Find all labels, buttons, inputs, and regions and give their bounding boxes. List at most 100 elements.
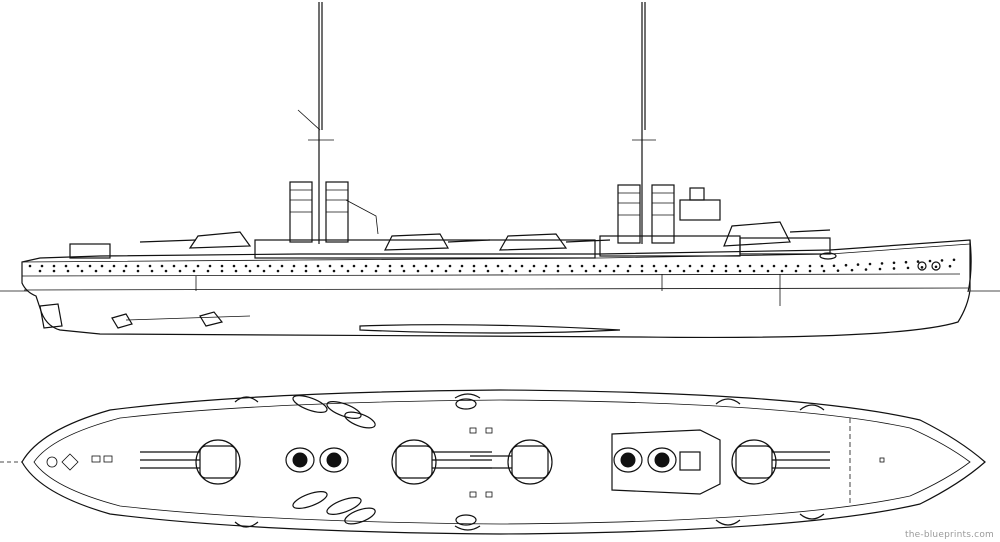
turret-wing-2-plan [470,439,553,485]
porthole [220,264,224,268]
porthole [136,264,140,268]
porthole [332,269,336,273]
plan-view [0,389,986,535]
porthole [316,264,320,268]
porthole [184,264,188,268]
porthole [556,269,560,273]
porthole [256,264,260,268]
porthole [268,264,272,268]
porthole [556,264,560,268]
porthole [700,264,704,268]
bridge-deck-plan [611,429,721,495]
bilge-keel [359,324,621,334]
portholes [38,264,952,273]
porthole [400,264,404,268]
hawse-pipe [917,261,927,271]
porthole [304,264,308,268]
porthole [878,267,882,271]
porthole [66,269,70,273]
porthole [934,265,938,269]
porthole [150,269,154,273]
porthole [724,269,728,273]
porthole [486,269,490,273]
porthole [412,264,416,268]
funnel-bands [290,189,674,216]
porthole [436,264,440,268]
porthole [80,269,84,273]
sponsons [234,393,825,531]
conning-tower-plan [679,451,701,471]
porthole [280,264,284,268]
porthole [584,269,588,273]
porthole [234,269,238,273]
funnel-fore-1 [617,184,641,244]
porthole [374,269,378,273]
porthole [178,269,182,273]
superstructure-aft [69,243,111,259]
bow-scuttle [819,252,837,260]
porthole [64,264,68,268]
porthole [38,269,42,273]
porthole [248,269,252,273]
porthole [822,269,826,273]
porthole [514,269,518,273]
porthole [640,264,644,268]
porthole [868,262,872,266]
porthole [318,269,322,273]
porthole [808,264,812,268]
porthole [612,269,616,273]
porthole [738,269,742,273]
gun-barrel [565,239,611,243]
porthole [196,264,200,268]
porthole [40,264,44,268]
porthole [580,264,584,268]
shaft-line [125,315,251,321]
porthole [542,269,546,273]
porthole [340,264,344,268]
porthole [652,264,656,268]
porthole [892,267,896,270]
boat-crane [345,199,379,235]
turrets-plan [140,439,830,485]
porthole [940,259,944,262]
porthole [472,264,476,268]
porthole [760,264,764,268]
porthole [108,269,112,273]
porthole [864,268,868,271]
porthole [304,269,308,273]
porthole [290,269,294,273]
porthole [772,264,776,268]
porthole [100,264,104,268]
porthole [794,269,798,273]
porthole [836,269,840,272]
turret-fore-plan [731,439,830,485]
porthole [676,264,680,268]
porthole [122,269,126,273]
conning-tower [689,187,705,201]
porthole [766,269,770,273]
porthole [94,269,98,273]
porthole [808,269,812,273]
porthole [892,261,896,265]
porthole [904,260,908,264]
porthole [444,269,448,273]
turret-wing-1-plan [391,439,492,485]
turret-aft-plan [140,439,241,485]
porthole [276,269,280,273]
porthole [208,264,212,268]
bridge [679,199,721,221]
porthole [364,264,368,268]
porthole [568,264,572,268]
hull-plan [21,389,986,535]
funnels-plan [285,447,677,473]
porthole [626,269,630,273]
hawse-pipe [931,261,941,271]
deck-line [21,243,971,263]
porthole [376,264,380,268]
turret-fore [723,221,791,247]
propeller [111,311,224,329]
porthole [850,268,854,272]
porthole [710,269,714,273]
gun-barrel [139,239,197,243]
porthole [844,263,848,267]
